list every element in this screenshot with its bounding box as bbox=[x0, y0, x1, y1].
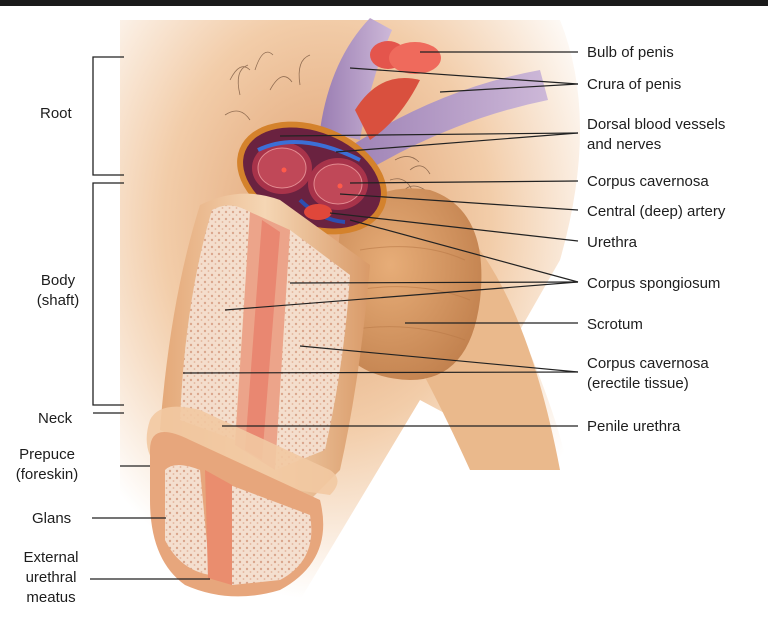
label-penile-urethra: Penile urethra bbox=[587, 418, 681, 435]
region-brackets bbox=[92, 56, 124, 414]
label-crura-of-penis: Crura of penis bbox=[587, 76, 682, 93]
label-bulb-of-penis: Bulb of penis bbox=[587, 44, 674, 61]
label-external-urethral-meatus: External urethral meatus bbox=[6, 548, 96, 608]
corpus-cavernosa-right bbox=[275, 230, 350, 470]
label-urethra: Urethra bbox=[587, 234, 638, 251]
label-prepuce: Prepuce (foreskin) bbox=[2, 445, 92, 485]
label-prepuce-line1: Prepuce bbox=[19, 446, 75, 463]
label-body-line2: (shaft) bbox=[36, 292, 80, 309]
glans-urethra bbox=[205, 470, 232, 585]
label-corpus-cavernosa-erectile: Corpus cavernosa (erectile tissue) bbox=[587, 354, 709, 394]
corpus-cavernosa-left bbox=[180, 205, 250, 440]
scrotum bbox=[330, 188, 482, 380]
label-corpus-cavernosa-erectile-line2: (erectile tissue) bbox=[587, 375, 689, 392]
urethra-channel bbox=[245, 220, 280, 460]
label-root: Root bbox=[40, 105, 72, 122]
label-dorsal-vessels-line2: and nerves bbox=[587, 136, 662, 153]
label-body: Body (shaft) bbox=[26, 271, 90, 311]
label-corpus-cavernosa: Corpus cavernosa bbox=[587, 173, 709, 190]
bulb-of-penis bbox=[355, 41, 441, 140]
leader-lines bbox=[90, 51, 579, 580]
label-glans: Glans bbox=[32, 510, 72, 527]
label-corpus-spongiosum: Corpus spongiosum bbox=[587, 275, 721, 292]
label-dorsal-vessels: Dorsal blood vessels and nerves bbox=[587, 115, 725, 155]
label-prepuce-line2: (foreskin) bbox=[15, 466, 79, 483]
label-meatus-line1: External bbox=[23, 549, 79, 566]
label-dorsal-vessels-line1: Dorsal blood vessels bbox=[587, 116, 726, 133]
label-meatus-line3: meatus bbox=[26, 589, 76, 606]
label-central-artery: Central (deep) artery bbox=[587, 203, 726, 220]
top-border bbox=[0, 0, 768, 6]
label-neck: Neck bbox=[38, 410, 73, 427]
label-corpus-cavernosa-erectile-line1: Corpus cavernosa bbox=[587, 355, 709, 372]
label-body-line1: Body bbox=[40, 272, 76, 289]
label-scrotum: Scrotum bbox=[587, 316, 643, 333]
label-meatus-line2: urethral bbox=[25, 569, 77, 586]
